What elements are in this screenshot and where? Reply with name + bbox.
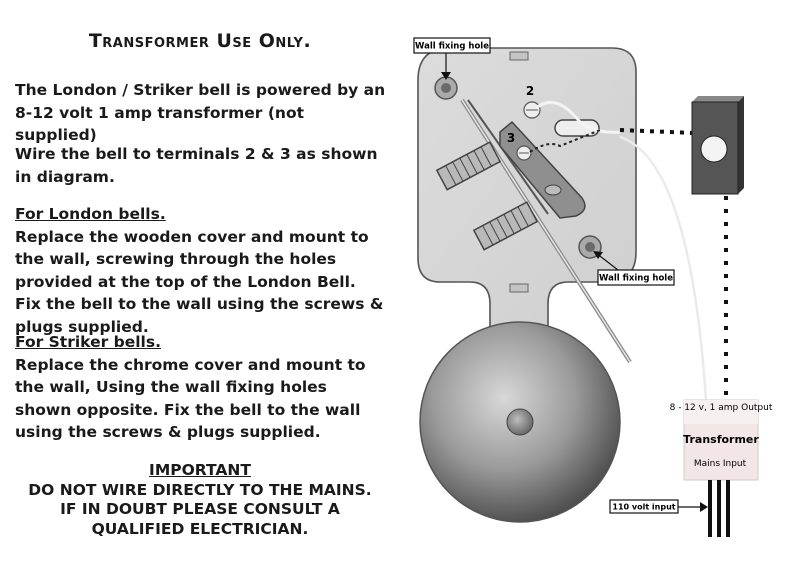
armature-bar bbox=[467, 99, 549, 215]
wire-white-to-transformer bbox=[619, 135, 708, 401]
warning-line-1: DO NOT WIRE DIRECTLY TO THE MAINS. bbox=[28, 480, 372, 499]
transformer-output-label: 8 - 12 v, 1 amp Output bbox=[670, 403, 773, 413]
callout-wall-hole-right-box bbox=[597, 269, 675, 286]
arrow-up-left-icon bbox=[593, 251, 603, 259]
transformer-output-band bbox=[684, 400, 758, 424]
wiring-text: Wire the bell to terminals 2 & 3 as show… bbox=[15, 145, 378, 186]
important-heading: IMPORTANT bbox=[149, 461, 251, 479]
warning-line-2: IF IN DOUBT PLEASE CONSULT A bbox=[60, 500, 340, 518]
wire-to-push-button bbox=[619, 128, 695, 135]
striker-section: For Striker bells. Replace the chrome co… bbox=[15, 331, 387, 444]
bell-gong-boss bbox=[506, 408, 534, 436]
callout-input-label: 110 volt input bbox=[612, 503, 675, 512]
intro-text: The London / Striker bell is powered by … bbox=[15, 81, 386, 144]
fixing-hole-top-center bbox=[441, 83, 451, 93]
bottom-slot bbox=[509, 283, 529, 293]
london-section: For London bells. Replace the wooden cov… bbox=[15, 203, 387, 338]
warning-line-3: QUALIFIED ELECTRICIAN. bbox=[91, 519, 309, 538]
terminal-2-label: 2 bbox=[526, 84, 534, 98]
wire-terminal-3 bbox=[529, 129, 601, 153]
callout-wall-hole-top-box bbox=[413, 37, 491, 54]
terminal-3-label: 3 bbox=[507, 131, 515, 145]
striker-heading: For Striker bells. bbox=[15, 333, 161, 351]
fixing-hole-right-center bbox=[585, 242, 595, 252]
page-title: Transformer Use Only. bbox=[88, 30, 312, 52]
top-slot bbox=[509, 51, 529, 61]
push-button bbox=[691, 96, 744, 195]
arrow-right-icon bbox=[700, 502, 708, 512]
london-heading: For London bells. bbox=[15, 205, 166, 223]
mains-input-label: Mains Input bbox=[694, 459, 747, 469]
callout-wall-hole-right: Wall fixing hole bbox=[599, 274, 673, 284]
coil-upper bbox=[435, 141, 502, 191]
arrow-down-icon bbox=[441, 72, 451, 80]
coil-lower bbox=[472, 201, 539, 251]
london-text: Replace the wooden cover and mount to th… bbox=[15, 227, 384, 336]
transformer-title: Transformer bbox=[683, 433, 759, 446]
wire-terminal-2 bbox=[535, 100, 621, 134]
warning-block: IMPORTANT DO NOT WIRE DIRECTLY TO THE MA… bbox=[15, 461, 385, 539]
contact-rivet bbox=[544, 184, 562, 196]
callout-wall-hole-top: Wall fixing hole bbox=[415, 42, 489, 52]
push-button-icon bbox=[700, 135, 728, 163]
striker-text: Replace the chrome cover and mount to th… bbox=[15, 355, 366, 442]
